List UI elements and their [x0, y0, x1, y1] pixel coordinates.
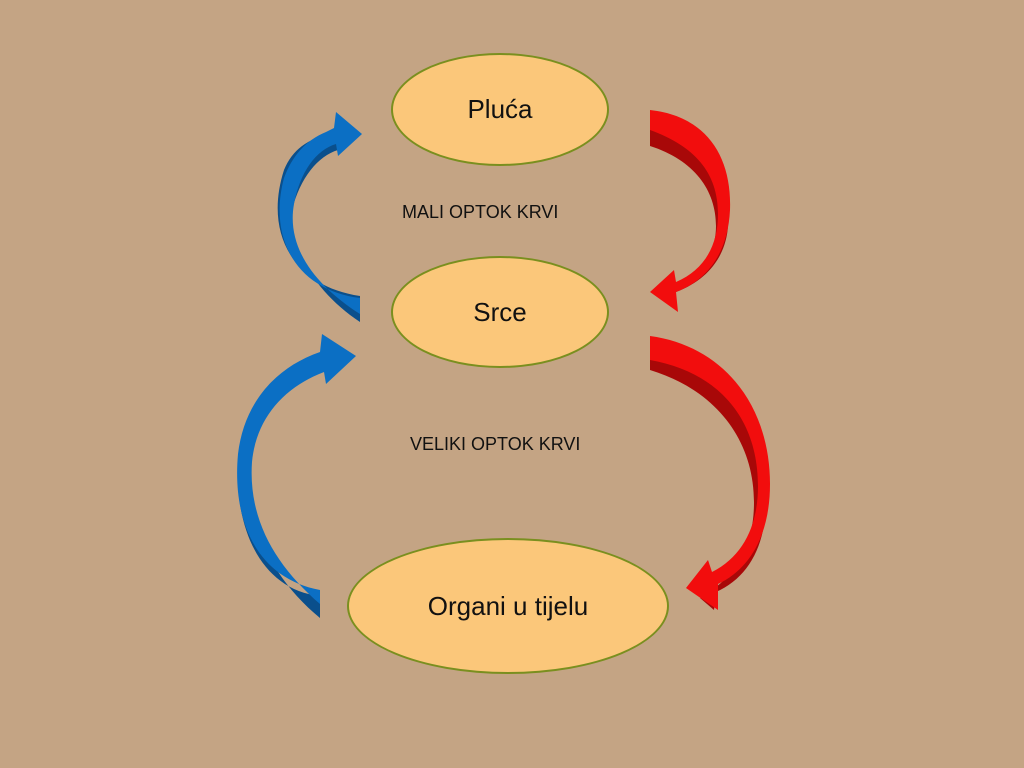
- arrow-organs-to-heart: [237, 334, 356, 618]
- arrow-shadow: [650, 352, 766, 610]
- organs-node: Organi u tijelu: [347, 538, 669, 674]
- arrow-body: [650, 336, 770, 610]
- arrow-heart-to-lungs: [277, 112, 362, 322]
- heart-node: Srce: [391, 256, 609, 368]
- lungs-node: Pluća: [391, 53, 609, 166]
- systemic-circulation-label: VELIKI OPTOK KRVI: [410, 434, 581, 454]
- arrow-body: [279, 112, 362, 314]
- arrow-body: [650, 110, 731, 312]
- arrow-lungs-to-heart: [650, 110, 731, 312]
- arrow-heart-to-organs: [650, 336, 770, 610]
- pulmonary-circulation-label: MALI OPTOK KRVI: [402, 202, 559, 222]
- lungs-label: Pluća: [467, 94, 533, 124]
- arrow-body: [237, 334, 356, 604]
- organs-label: Organi u tijelu: [427, 590, 589, 621]
- heart-label: Srce: [473, 296, 527, 327]
